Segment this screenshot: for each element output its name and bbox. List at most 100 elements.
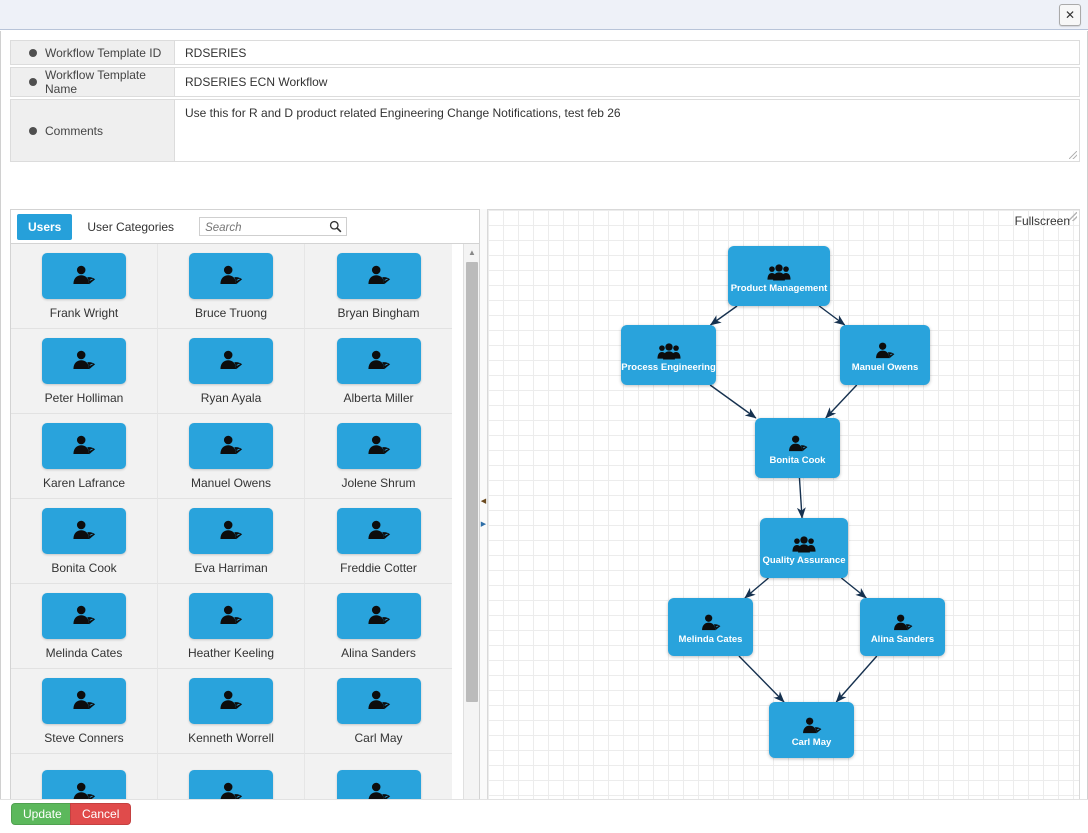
workflow-node-carl-may[interactable]: Carl May [769, 702, 854, 758]
bullet-icon [29, 78, 37, 86]
user-card[interactable]: Alina Sanders [305, 584, 452, 669]
user-icon [336, 677, 421, 724]
tab-user-categories[interactable]: User Categories [87, 219, 175, 234]
cancel-button[interactable]: Cancel [70, 803, 132, 825]
workflow-node-label: Bonita Cook [769, 454, 826, 466]
workflow-node-melinda-cates[interactable]: Melinda Cates [668, 598, 753, 656]
user-icon [42, 337, 126, 384]
field-label-comments: Comments [10, 99, 175, 162]
user-card[interactable]: Peter Holliman [11, 329, 158, 414]
comments-text: Use this for R and D product related Eng… [185, 106, 621, 120]
template-name-input[interactable]: RDSERIES ECN Workflow [175, 67, 1080, 97]
workflow-node-process-engineering[interactable]: Process Engineering [621, 325, 716, 385]
field-label-text: Workflow Template ID [45, 45, 162, 60]
user-card-label: Kenneth Worrell [188, 730, 274, 745]
workflow-edge [818, 305, 846, 326]
user-card-label: Alberta Miller [343, 390, 414, 405]
user-card[interactable]: Frank Wright [11, 244, 158, 329]
users-scrollbar[interactable]: ▲ ▼ [463, 244, 479, 821]
user-card[interactable]: Heather Keeling [158, 584, 305, 669]
caret-right-icon[interactable]: ▶ [480, 520, 487, 528]
panel-tabbar: Users User Categories [11, 210, 479, 244]
scrollbar-thumb[interactable] [466, 262, 478, 702]
user-icon [189, 337, 273, 384]
user-card-label: Melinda Cates [45, 645, 123, 660]
user-icon [42, 592, 126, 639]
user-icon [336, 507, 421, 554]
user-card[interactable]: Bonita Cook [11, 499, 158, 584]
user-card[interactable]: Jolene Shrum [305, 414, 452, 499]
field-row-template-id: Workflow Template ID RDSERIES [10, 40, 1080, 65]
workflow-node-bonita-cook[interactable]: Bonita Cook [755, 418, 840, 478]
panel-splitter[interactable]: ◀ ▶ [480, 209, 487, 822]
search-box[interactable] [199, 217, 348, 238]
workflow-edge [738, 655, 785, 703]
update-button[interactable]: Update [11, 803, 74, 825]
workflow-node-label: Melinda Cates [678, 633, 743, 645]
group-icon [767, 259, 791, 281]
user-card[interactable]: Freddie Cotter [305, 499, 452, 584]
user-card-label: Bruce Truong [194, 305, 268, 320]
fullscreen-button[interactable]: Fullscreen [1014, 214, 1070, 228]
user-card-label: Eva Harriman [194, 560, 268, 575]
user-card[interactable]: Kenneth Worrell [158, 669, 305, 754]
users-panel: Users User Categories Frank Wright Bruce … [10, 209, 480, 822]
user-icon [189, 422, 273, 469]
user-icon [336, 592, 421, 639]
user-icon [700, 610, 722, 632]
workflow-node-product-management[interactable]: Product Management [728, 246, 830, 306]
field-row-template-name: Workflow Template Name RDSERIES ECN Work… [10, 67, 1080, 97]
user-card[interactable]: Manuel Owens [158, 414, 305, 499]
caret-left-icon[interactable]: ◀ [480, 497, 487, 505]
workflow-node-label: Carl May [791, 736, 832, 748]
user-icon [189, 507, 273, 554]
user-icon [336, 337, 421, 384]
field-row-comments: Comments Use this for R and D product re… [10, 99, 1080, 162]
workflow-edge [825, 384, 858, 419]
user-card-label: Frank Wright [49, 305, 119, 320]
workflow-edges [709, 305, 878, 703]
dialog-titlebar: ✕ [0, 0, 1088, 30]
template-id-input[interactable]: RDSERIES [175, 40, 1080, 65]
workflow-node-quality-assurance[interactable]: Quality Assurance [760, 518, 848, 578]
search-icon[interactable] [329, 220, 342, 233]
user-card-label: Carl May [354, 730, 403, 745]
user-card[interactable]: Bruce Truong [158, 244, 305, 329]
bullet-icon [29, 48, 37, 57]
resize-grip-icon[interactable] [1069, 151, 1077, 159]
user-card[interactable]: Melinda Cates [11, 584, 158, 669]
user-icon [336, 252, 421, 299]
user-card-label: Bryan Bingham [337, 305, 420, 320]
workflow-node-label: Alina Sanders [870, 633, 935, 645]
workflow-node-label: Product Management [730, 282, 828, 294]
comments-textarea[interactable]: Use this for R and D product related Eng… [175, 99, 1080, 162]
tab-users[interactable]: Users [17, 213, 73, 240]
user-icon [189, 252, 273, 299]
user-icon [874, 338, 896, 360]
field-label-text: Comments [45, 123, 104, 138]
canvas-resize-grip-icon[interactable] [1068, 212, 1077, 221]
workflow-node-label: Quality Assurance [762, 554, 846, 566]
user-card[interactable]: Karen Lafrance [11, 414, 158, 499]
workflow-node-label: Process Engineering [621, 361, 716, 373]
workflow-node-alina-sanders[interactable]: Alina Sanders [860, 598, 945, 656]
user-card[interactable]: Alberta Miller [305, 329, 452, 414]
user-icon [336, 422, 421, 469]
bullet-icon [29, 126, 37, 135]
close-icon[interactable]: ✕ [1059, 4, 1081, 26]
search-input[interactable] [200, 218, 326, 238]
user-card[interactable]: Carl May [305, 669, 452, 754]
user-card[interactable]: Ryan Ayala [158, 329, 305, 414]
user-card-label: Manuel Owens [190, 475, 272, 490]
template-form: Workflow Template ID RDSERIES Workflow T… [10, 40, 1080, 164]
user-icon [42, 422, 126, 469]
user-card[interactable]: Eva Harriman [158, 499, 305, 584]
workflow-node-manuel-owens[interactable]: Manuel Owens [840, 325, 930, 385]
scroll-up-icon[interactable]: ▲ [468, 247, 476, 257]
user-card[interactable]: Bryan Bingham [305, 244, 452, 329]
user-card[interactable]: Steve Conners [11, 669, 158, 754]
field-label-template-id: Workflow Template ID [10, 40, 175, 65]
